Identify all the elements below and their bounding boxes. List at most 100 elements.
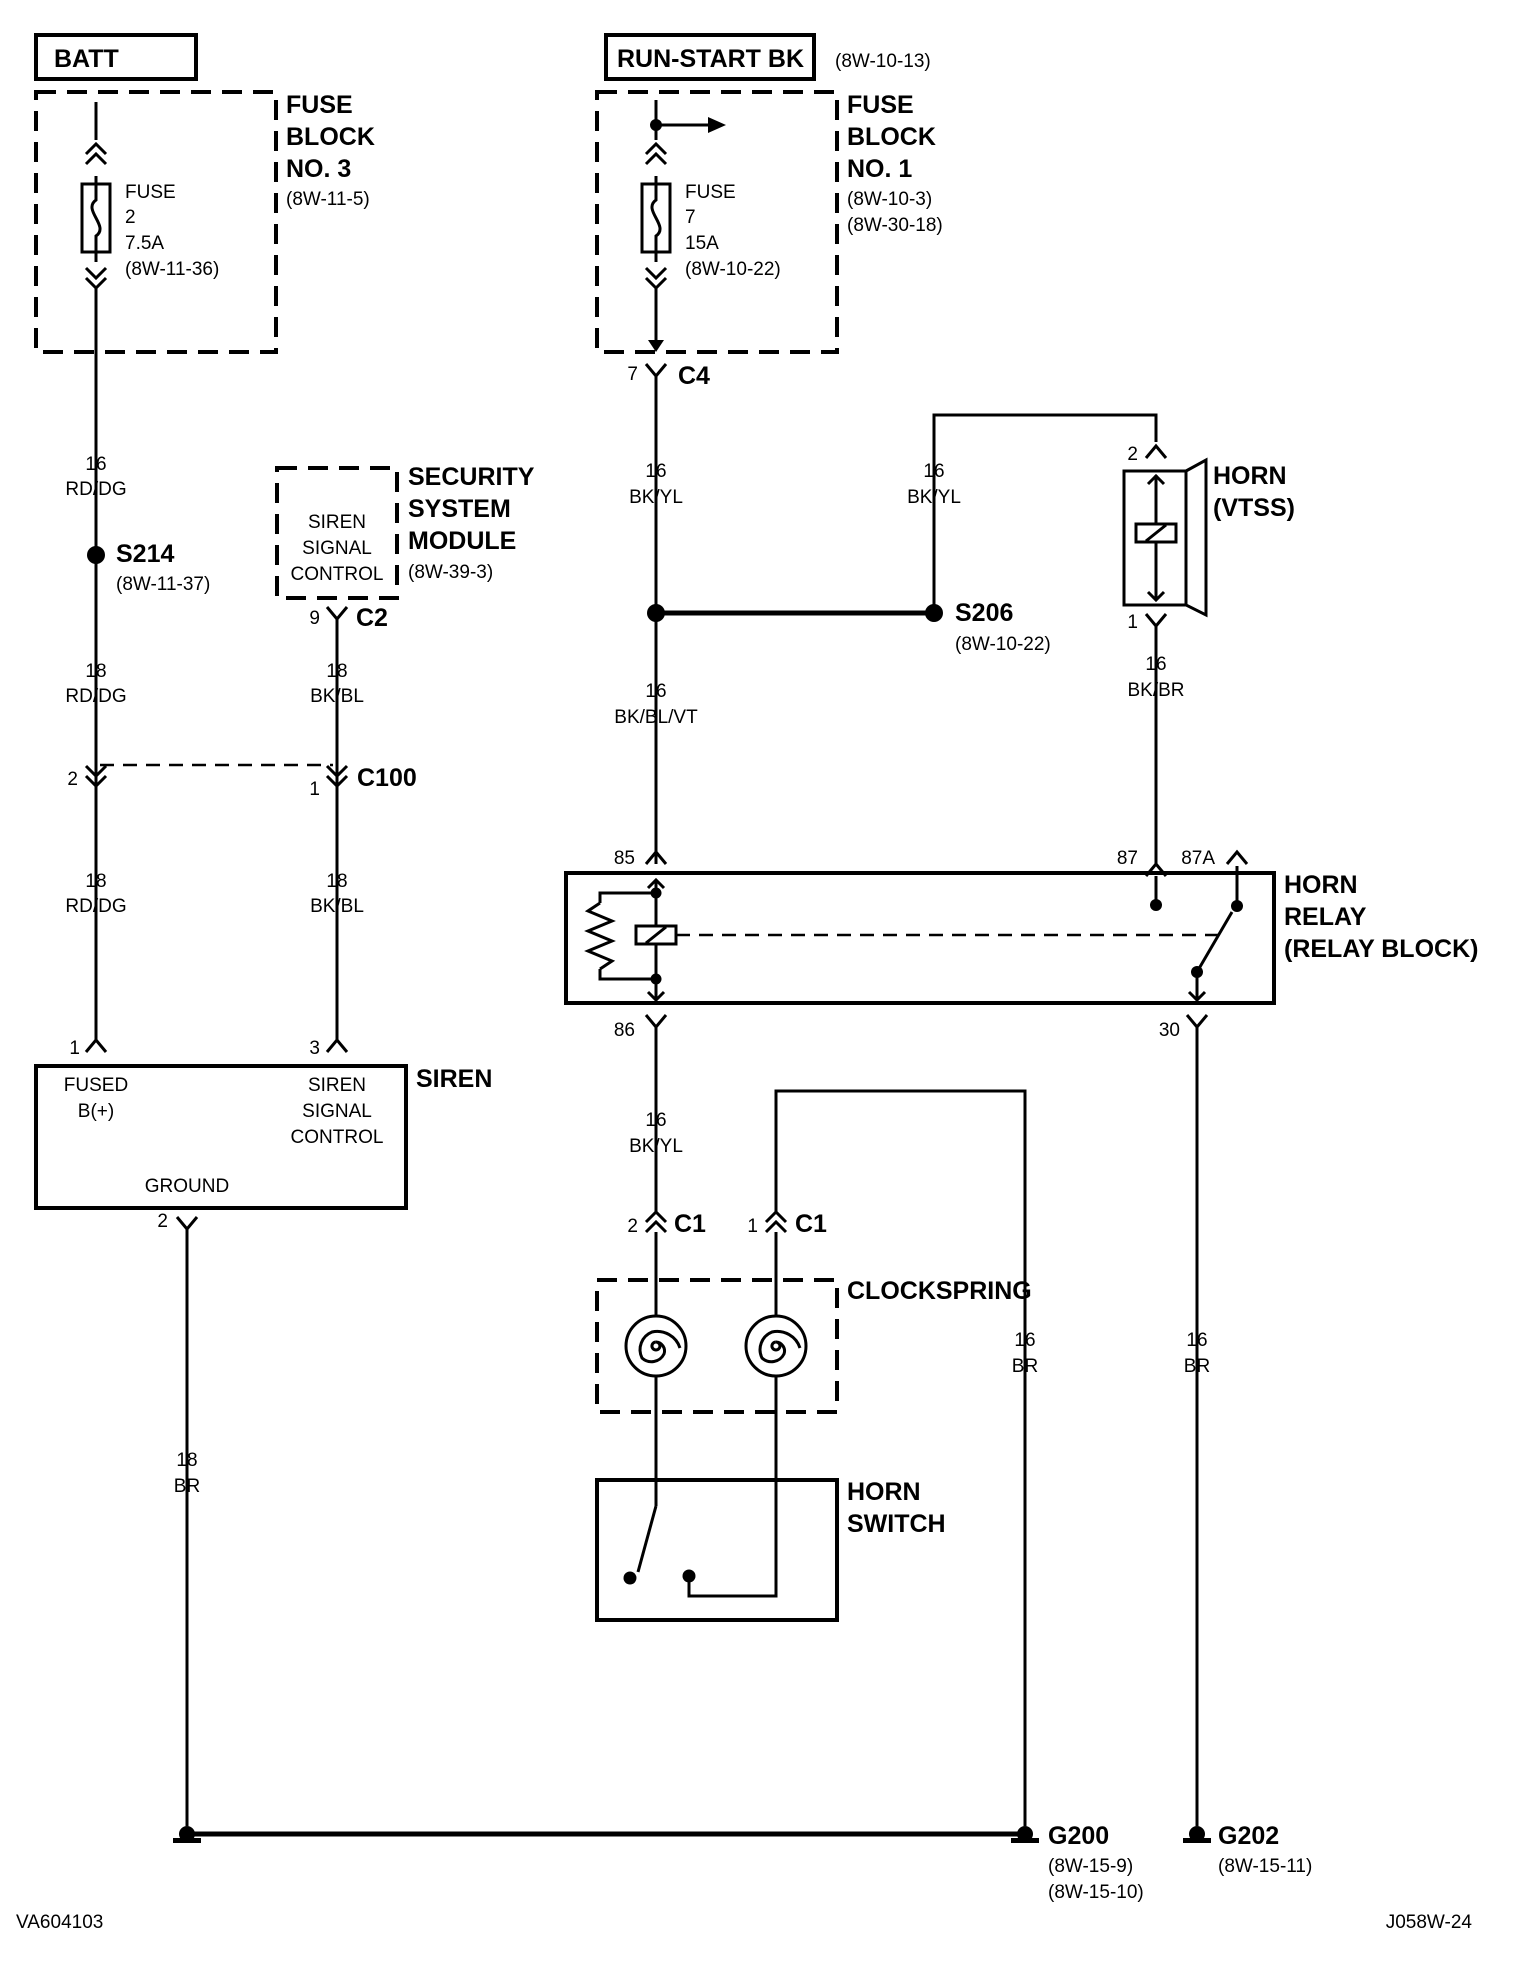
svg-text:7: 7: [685, 207, 696, 228]
svg-text:HORN: HORN: [847, 1478, 921, 1506]
svg-text:BR: BR: [174, 1476, 200, 1497]
svg-text:1: 1: [309, 779, 320, 800]
svg-text:C1: C1: [674, 1210, 706, 1238]
svg-text:9: 9: [309, 608, 320, 629]
connector-c4: 7 C4: [627, 362, 710, 390]
svg-text:16: 16: [1145, 654, 1166, 675]
svg-text:CLOCKSPRING: CLOCKSPRING: [847, 1277, 1032, 1305]
svg-text:SIREN: SIREN: [308, 512, 366, 533]
svg-text:86: 86: [614, 1020, 635, 1041]
svg-text:G202: G202: [1218, 1822, 1279, 1850]
run-start-box: RUN-START BK (8W-10-13): [604, 33, 931, 81]
svg-text:BK/YL: BK/YL: [629, 487, 683, 508]
svg-text:2: 2: [1127, 444, 1138, 465]
svg-text:SIGNAL: SIGNAL: [302, 1101, 372, 1122]
svg-text:RELAY: RELAY: [1284, 903, 1367, 931]
svg-text:(8W-11-36): (8W-11-36): [125, 259, 219, 280]
svg-text:BATT: BATT: [54, 45, 119, 73]
svg-text:C100: C100: [357, 764, 417, 792]
wire-gauge: 16: [85, 454, 106, 475]
siren: 1 3 SIREN FUSED B(+) SIREN SIGNAL CONTRO…: [34, 1037, 492, 1232]
svg-text:(8W-15-11): (8W-15-11): [1218, 1856, 1312, 1877]
svg-text:85: 85: [614, 848, 635, 869]
svg-text:FUSE: FUSE: [125, 182, 176, 203]
connector-c100: 2 1 C100: [67, 763, 417, 800]
security-system-module: SIREN SIGNAL CONTROL SECURITY SYSTEM MOD…: [275, 463, 535, 600]
svg-text:(8W-11-37): (8W-11-37): [116, 574, 210, 595]
svg-text:1: 1: [69, 1038, 80, 1059]
svg-text:(VTSS): (VTSS): [1213, 494, 1295, 522]
svg-text:16: 16: [645, 461, 666, 482]
svg-text:(8W-11-5): (8W-11-5): [286, 189, 370, 210]
svg-text:1: 1: [747, 1216, 758, 1237]
connector-c1: 2 C1 1 C1: [627, 1209, 827, 1238]
svg-text:BK/BL/VT: BK/BL/VT: [614, 707, 698, 728]
svg-text:BLOCK: BLOCK: [847, 123, 936, 151]
svg-text:7: 7: [627, 364, 638, 385]
svg-text:16: 16: [1186, 1330, 1207, 1351]
svg-text:15A: 15A: [685, 233, 719, 254]
svg-text:(8W-30-18): (8W-30-18): [847, 215, 943, 236]
svg-text:BK/BL: BK/BL: [310, 686, 364, 707]
svg-text:BR: BR: [1012, 1356, 1038, 1377]
ground-g202: G202 (8W-15-11): [1183, 1822, 1312, 1877]
wire-color: RD/DG: [65, 479, 126, 500]
horn-vtss: 2 1 HORN (VTSS): [1122, 443, 1295, 633]
svg-text:16: 16: [645, 1110, 666, 1131]
splice-s206: S206 (8W-10-22): [647, 599, 1051, 655]
svg-text:CONTROL: CONTROL: [291, 1127, 384, 1148]
clockspring: CLOCKSPRING: [595, 1232, 1032, 1414]
svg-text:SWITCH: SWITCH: [847, 1510, 946, 1538]
svg-text:(RELAY BLOCK): (RELAY BLOCK): [1284, 935, 1478, 963]
svg-text:2: 2: [125, 207, 136, 228]
svg-text:18: 18: [85, 871, 106, 892]
svg-text:2: 2: [627, 1216, 638, 1237]
ground-g200: G200 (8W-15-9) (8W-15-10): [173, 1822, 1144, 1903]
svg-text:2: 2: [67, 769, 78, 790]
splice-s214: S214 (8W-11-37): [87, 540, 210, 595]
svg-text:18: 18: [326, 661, 347, 682]
wire-c1-pin1-ground: [774, 1089, 1027, 1826]
svg-text:HORN: HORN: [1284, 871, 1358, 899]
svg-text:B(+): B(+): [78, 1101, 114, 1122]
svg-text:MODULE: MODULE: [408, 527, 516, 555]
svg-text:HORN: HORN: [1213, 462, 1287, 490]
svg-text:GROUND: GROUND: [145, 1176, 229, 1197]
svg-text:C2: C2: [356, 604, 388, 632]
svg-text:87: 87: [1117, 848, 1138, 869]
svg-text:BR: BR: [1184, 1356, 1210, 1377]
svg-text:S214: S214: [116, 540, 174, 568]
svg-text:RD/DG: RD/DG: [65, 896, 126, 917]
svg-text:BK/BR: BK/BR: [1127, 680, 1184, 701]
footer-right-code: J058W-24: [1386, 1912, 1473, 1933]
svg-text:S206: S206: [955, 599, 1013, 627]
svg-text:18: 18: [85, 661, 106, 682]
wire-s206-horn: [932, 413, 1158, 613]
svg-text:(8W-39-3): (8W-39-3): [408, 562, 493, 583]
horn-switch: HORN SWITCH: [595, 1376, 946, 1622]
svg-text:(8W-10-3): (8W-10-3): [847, 189, 932, 210]
svg-text:(8W-10-22): (8W-10-22): [955, 634, 1051, 655]
svg-text:G200: G200: [1048, 1822, 1109, 1850]
svg-text:18: 18: [326, 871, 347, 892]
svg-text:FUSED: FUSED: [64, 1075, 128, 1096]
svg-text:7.5A: 7.5A: [125, 233, 164, 254]
svg-text:(8W-10-13): (8W-10-13): [835, 51, 931, 72]
svg-text:SIGNAL: SIGNAL: [302, 538, 372, 559]
svg-text:NO. 3: NO. 3: [286, 155, 351, 183]
svg-text:(8W-10-22): (8W-10-22): [685, 259, 781, 280]
footer-left-code: VA604103: [16, 1912, 103, 1933]
fuse-block-1: FUSE BLOCK NO. 1 (8W-10-3) (8W-30-18) FU…: [595, 90, 943, 354]
svg-text:(8W-15-10): (8W-15-10): [1048, 1882, 1144, 1903]
svg-text:C4: C4: [678, 362, 710, 390]
svg-text:3: 3: [309, 1038, 320, 1059]
svg-text:(8W-15-9): (8W-15-9): [1048, 1856, 1133, 1877]
svg-text:SECURITY: SECURITY: [408, 463, 535, 491]
svg-text:1: 1: [1127, 612, 1138, 633]
svg-text:87A: 87A: [1181, 848, 1215, 869]
svg-text:18: 18: [176, 1450, 197, 1471]
svg-text:FUSE: FUSE: [685, 182, 736, 203]
batt-box: BATT: [34, 33, 198, 81]
svg-text:NO. 1: NO. 1: [847, 155, 912, 183]
